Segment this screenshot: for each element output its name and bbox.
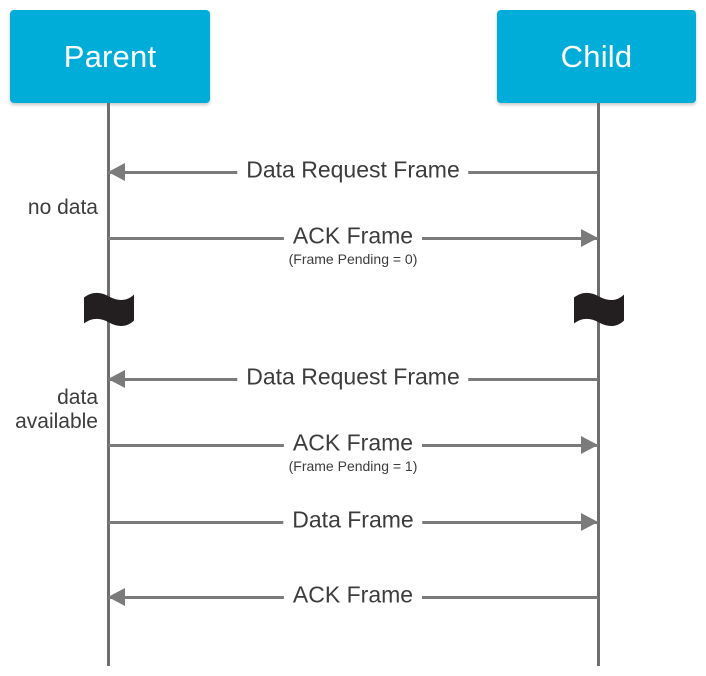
arrowhead-right-icon — [581, 513, 598, 531]
arrowhead-left-icon — [108, 163, 125, 181]
message-label-msg-3: Data Request Frame — [237, 365, 469, 389]
note-data-available: data available — [15, 386, 98, 433]
message-sublabel-msg-4: (Frame Pending = 1) — [288, 458, 418, 474]
message-label-msg-2: ACK Frame — [283, 224, 423, 248]
actor-label-parent: Parent — [63, 39, 157, 74]
actor-label-child: Child — [560, 39, 633, 74]
message-label-msg-1: Data Request Frame — [237, 158, 469, 182]
message-label-msg-6: ACK Frame — [283, 583, 423, 607]
arrowhead-right-icon — [581, 436, 598, 454]
message-label-msg-5: Data Frame — [283, 508, 423, 532]
message-label-msg-4: ACK Frame — [283, 431, 423, 455]
lifeline-break-icon — [572, 290, 626, 335]
note-no-data: no data — [27, 196, 98, 219]
lifeline-break-icon — [82, 290, 136, 335]
actor-box-child[interactable]: Child — [497, 10, 696, 103]
lifeline-child — [597, 103, 600, 666]
actor-box-parent[interactable]: Parent — [10, 10, 210, 103]
arrowhead-left-icon — [108, 370, 125, 388]
arrowhead-right-icon — [581, 229, 598, 247]
message-sublabel-msg-2: (Frame Pending = 0) — [288, 251, 418, 267]
arrowhead-left-icon — [108, 588, 125, 606]
